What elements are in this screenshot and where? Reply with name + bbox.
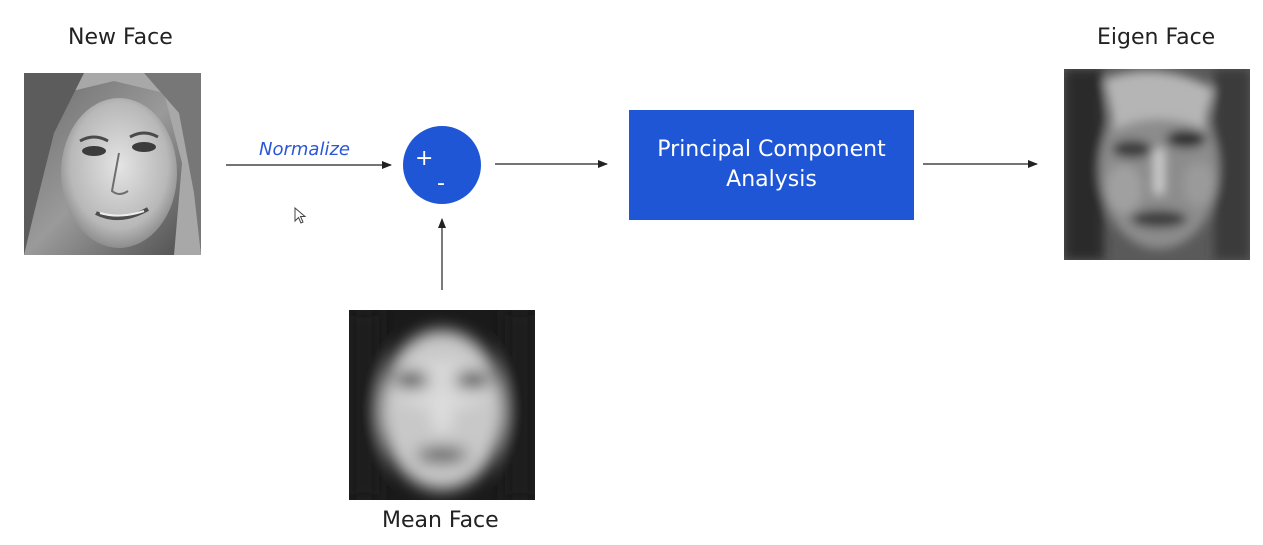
pca-box: Principal Component Analysis	[629, 110, 914, 220]
eigen-face-image	[1064, 69, 1250, 260]
mean-face-image	[349, 310, 535, 500]
mean-face-label: Mean Face	[382, 508, 499, 533]
plus-sign: +	[415, 146, 434, 171]
minus-sign: -	[437, 171, 445, 196]
normalize-label: Normalize	[259, 139, 350, 160]
new-face-label: New Face	[68, 25, 173, 50]
pca-box-line-2: Analysis	[726, 167, 817, 192]
pca-box-line-1: Principal Component	[657, 137, 886, 162]
eigen-face-label: Eigen Face	[1097, 25, 1216, 50]
new-face-image	[24, 73, 201, 255]
subtraction-node: + -	[403, 126, 481, 204]
mouse-pointer-icon	[294, 207, 307, 224]
